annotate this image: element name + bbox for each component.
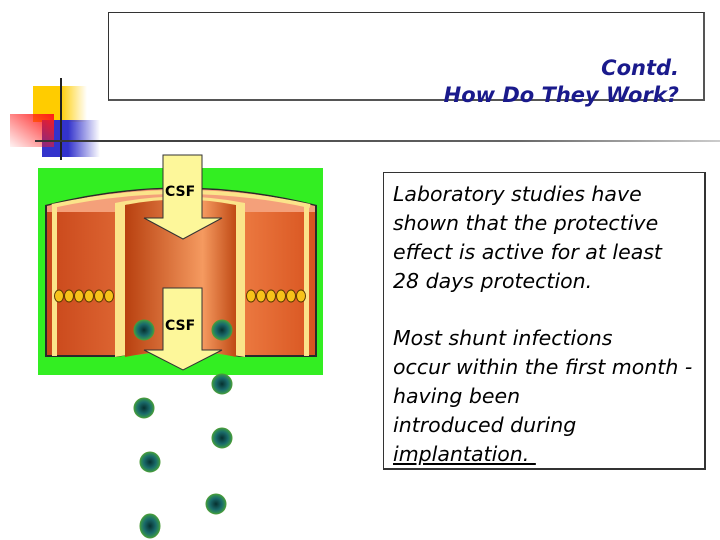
bacterium: [133, 397, 155, 419]
bacterium: [205, 493, 227, 515]
bacterium: [139, 451, 161, 473]
csf-label-top: CSF: [165, 184, 196, 200]
csf-arrow-bottom: [143, 287, 223, 371]
logo-squares: [10, 78, 100, 160]
bacterium: [211, 319, 233, 341]
body-line: having been: [393, 384, 521, 408]
body-line: shown that the protective: [393, 211, 659, 235]
body-line: Laboratory studies have: [393, 182, 642, 206]
bacterium: [139, 513, 161, 539]
body-line: Most shunt infections: [393, 326, 613, 350]
csf-arrow-top: [143, 154, 223, 240]
shunt-diagram: [38, 154, 323, 375]
bacterium: [211, 427, 233, 449]
bacteria-group: [133, 319, 233, 539]
body-underlined-word: implantation.: [393, 442, 536, 466]
body-line: occur within the first month -: [393, 355, 693, 379]
ring-row-left: [54, 289, 114, 303]
body-line: introduced during: [393, 413, 577, 437]
title-line-2: How Do They Work?: [443, 83, 679, 107]
bacterium: [133, 319, 155, 341]
body-line: 28 days protection.: [393, 269, 593, 293]
csf-label-bottom: CSF: [165, 318, 196, 334]
body-line: effect is active for at least: [393, 240, 662, 264]
title-line-1: Contd.: [601, 56, 679, 80]
body-text-box: Laboratory studies have shown that the p…: [383, 172, 706, 470]
bacterium: [211, 373, 233, 395]
title-box: Contd. How Do They Work?: [108, 12, 705, 107]
title-divider-line: [35, 140, 720, 142]
slide-title: Contd. How Do They Work?: [444, 55, 679, 109]
ring-row-right: [246, 289, 306, 303]
